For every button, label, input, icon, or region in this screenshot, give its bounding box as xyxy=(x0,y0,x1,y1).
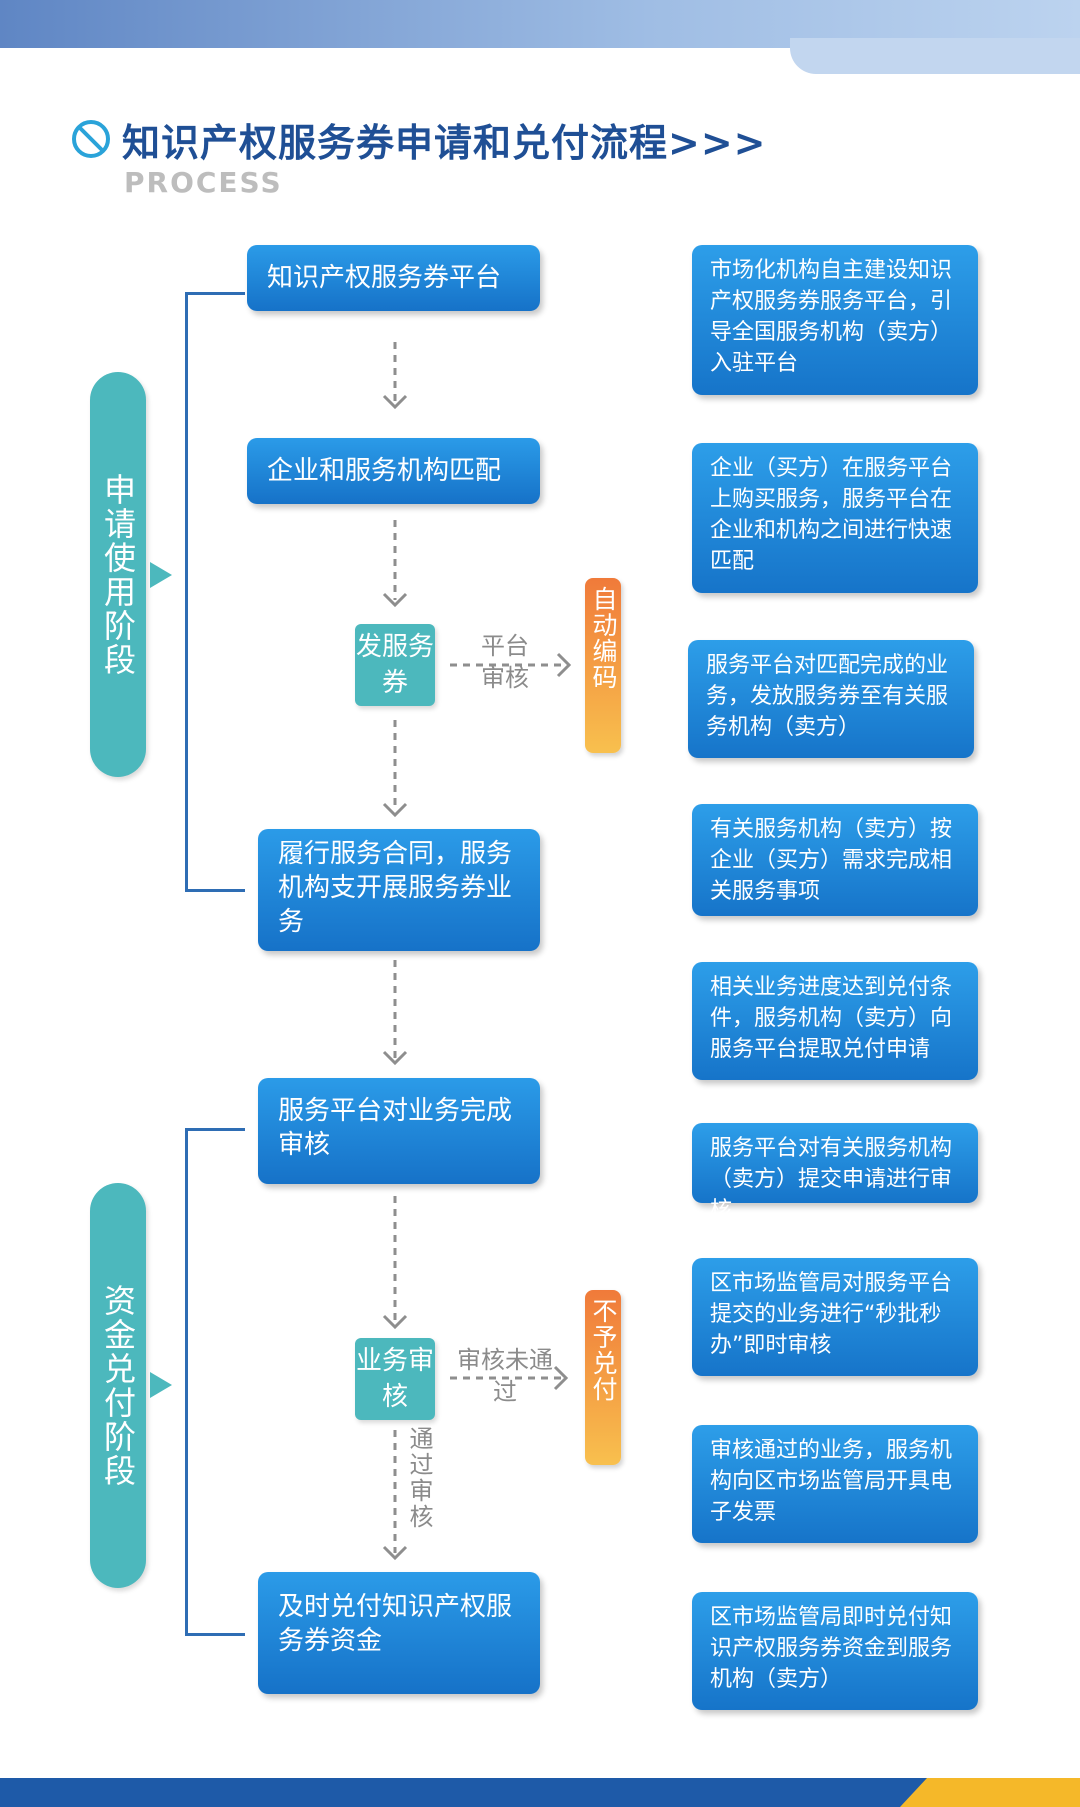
desc-platform-review: 服务平台对有关服务机构（卖方）提交申请进行审核 xyxy=(692,1123,978,1223)
apply-stage-label: 申请使用阶段 xyxy=(90,372,146,777)
step-platform-review: 服务平台对业务完成审核 xyxy=(258,1078,540,1184)
desc-platform: 市场化机构自主建设知识产权服务券服务平台，引导全国服务机构（卖方）入驻平台 xyxy=(692,245,978,395)
desc-payment-request: 相关业务进度达到兑付条件，服务机构（卖方）向服务平台提取兑付申请 xyxy=(692,962,978,1080)
auto-code-tag: 自动编码 xyxy=(585,578,621,753)
review-fail-label: 审核未通过 xyxy=(457,1346,553,1406)
step-timely-payment: 及时兑付知识产权服务券资金 xyxy=(258,1572,540,1694)
step-ip-service-platform: 知识产权服务券平台 xyxy=(247,245,540,311)
step-enterprise-matching: 企业和服务机构匹配 xyxy=(247,438,540,504)
page-subtitle: PROCESS xyxy=(124,166,283,199)
page-title: 知识产权服务券申请和兑付流程>>> xyxy=(122,121,767,165)
pay-stage-bracket xyxy=(185,1128,245,1636)
desc-fund-payment: 区市场监管局即时兑付知识产权服务券资金到服务机构（卖方） xyxy=(692,1592,978,1710)
desc-issue-voucher: 服务平台对匹配完成的业务，发放服务券至有关服务机构（卖方） xyxy=(688,640,974,758)
apply-stage-pointer xyxy=(150,562,172,588)
desc-complete-service: 有关服务机构（卖方）按企业（买方）需求完成相关服务事项 xyxy=(692,804,978,916)
pay-stage-pointer xyxy=(150,1372,172,1398)
bottom-banner-accent xyxy=(900,1778,1080,1807)
review-pass-label: 通过审核 xyxy=(405,1426,433,1530)
no-entry-icon xyxy=(72,120,110,158)
apply-stage-bracket xyxy=(185,292,245,892)
step-issue-voucher: 发服务券 xyxy=(355,624,435,706)
step-business-review: 业务审核 xyxy=(355,1338,435,1420)
step-perform-contract: 履行服务合同，服务机构支开展服务券业务 xyxy=(258,829,540,951)
desc-matching: 企业（买方）在服务平台上购买服务，服务平台在企业和机构之间进行快速匹配 xyxy=(692,443,978,593)
platform-review-label: 平台审核 xyxy=(481,632,529,692)
pay-stage-label: 资金兑付阶段 xyxy=(90,1183,146,1588)
desc-invoice: 审核通过的业务，服务机构向区市场监管局开具电子发票 xyxy=(692,1425,978,1543)
desc-instant-review: 区市场监管局对服务平台提交的业务进行“秒批秒办”即时审核 xyxy=(692,1258,978,1376)
no-pay-tag: 不予兑付 xyxy=(585,1290,621,1465)
bottom-banner xyxy=(0,1778,1080,1807)
top-banner-tab xyxy=(790,38,1080,74)
